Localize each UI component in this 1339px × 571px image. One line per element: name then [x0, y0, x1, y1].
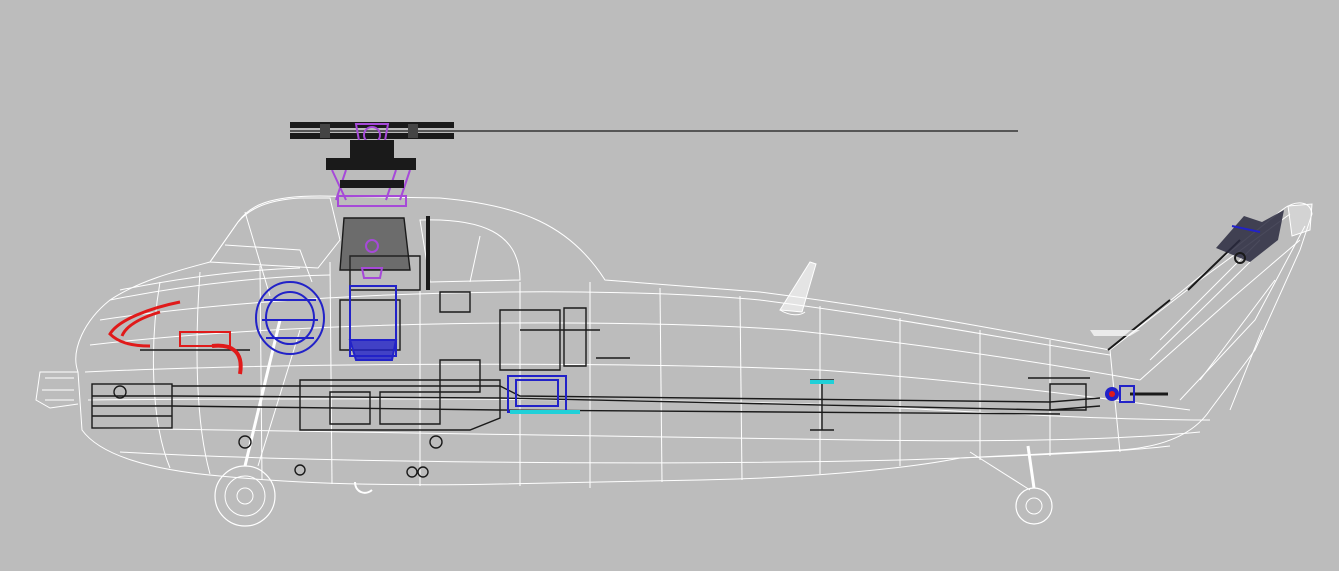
tail-fin [1090, 203, 1313, 336]
cyan-markers [510, 380, 834, 414]
pilot-seat [108, 300, 243, 375]
tail-rotor-gearbox [1105, 210, 1284, 403]
tail-landing-gear [969, 445, 1053, 525]
swashplate [326, 140, 416, 188]
fuselage-wireframe [35, 195, 1313, 488]
